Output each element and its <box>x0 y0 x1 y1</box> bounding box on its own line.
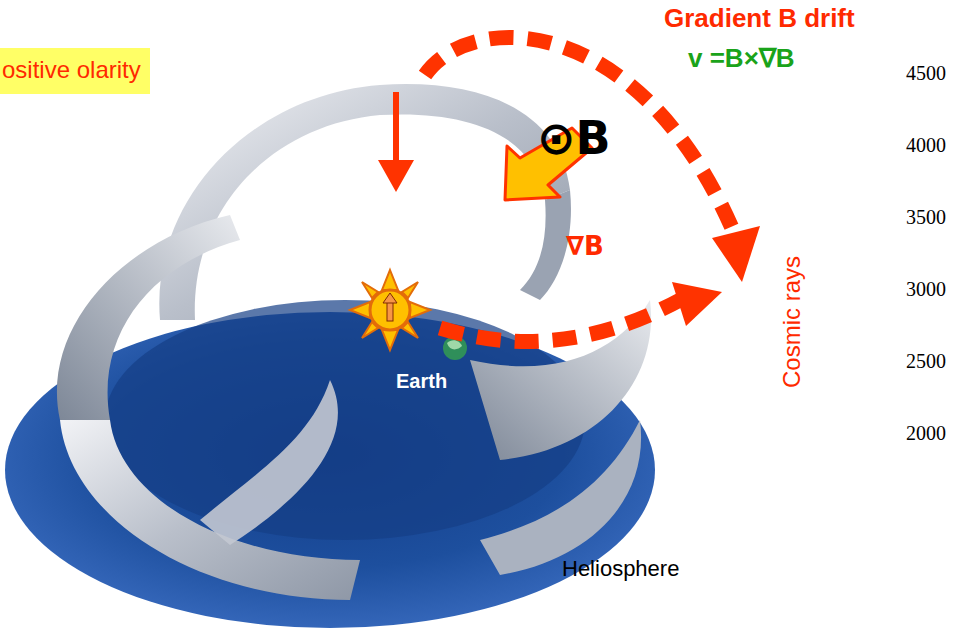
axis-tick: 2000 <box>906 422 946 445</box>
earth-label: Earth <box>396 370 447 393</box>
heliosphere-label: Heliosphere <box>562 556 679 581</box>
gradient-symbol: ∇B <box>566 232 604 262</box>
axis-tick: 4000 <box>906 134 946 157</box>
sun-label: Sun <box>318 232 356 255</box>
drift-path <box>378 37 760 341</box>
velocity-formula: v =B×∇B <box>688 44 795 74</box>
drift-title: Gradient B drift <box>664 4 855 34</box>
axis-tick: 3500 <box>906 206 946 229</box>
sun-icon <box>350 270 430 350</box>
box-text: ositive olarity <box>2 54 144 85</box>
axis-tick: 3000 <box>906 278 946 301</box>
axis-tick: 4500 <box>906 62 946 85</box>
axis-title: Cosmic rays <box>778 256 806 388</box>
axis-tick: 2500 <box>906 350 946 373</box>
polarity-box: ositive olarity <box>0 48 150 94</box>
field-symbol: ⊙B <box>537 112 611 165</box>
